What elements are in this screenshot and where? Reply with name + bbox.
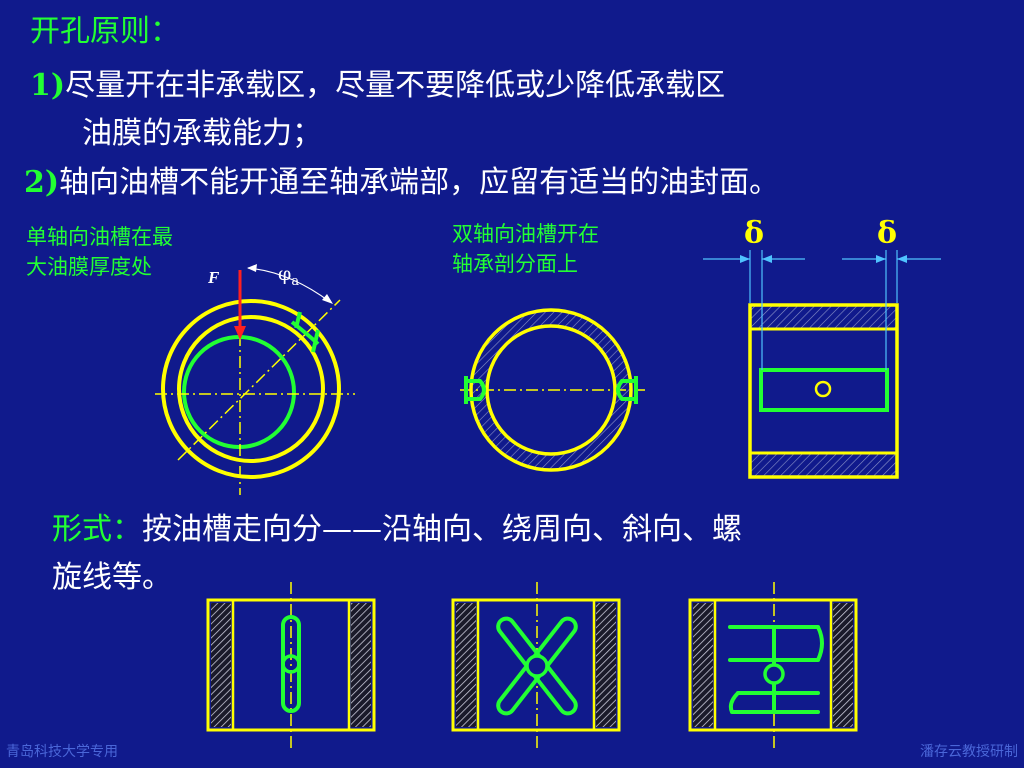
side-view-bottom-hatch <box>750 453 897 477</box>
caption-double-groove-line2: 轴承剖分面上 <box>452 252 578 276</box>
form-circ-connectors <box>728 626 824 713</box>
footer-left: 青岛科技大学专用 <box>6 744 118 760</box>
groove-form-cross <box>451 582 621 752</box>
dim-arrow-3 <box>876 255 886 263</box>
phi-label: φa <box>278 263 299 289</box>
form-axial-hole <box>281 654 301 674</box>
force-label: F <box>207 268 220 287</box>
side-view-top-hatch <box>750 305 897 329</box>
delta-label-right: δ <box>877 216 897 251</box>
dim-arrow-1 <box>740 255 750 263</box>
form-circ-hatch-left <box>693 603 713 727</box>
principle-2-text: 轴向油槽不能开通至轴承端部，应留有适当的油封面。 <box>59 165 780 200</box>
phi-arrow-right <box>322 294 333 304</box>
forms-line-1: 形式：按油槽走向分——沿轴向、绕周向、斜向、螺 <box>52 510 742 550</box>
form-circ-hole <box>763 663 785 685</box>
forms-line-2: 旋线等。 <box>52 560 172 595</box>
journal-circle <box>182 335 296 449</box>
oil-hole <box>814 380 832 398</box>
dim-arrow-4 <box>897 255 907 263</box>
caption-single-groove-line2: 大油膜厚度处 <box>26 255 152 279</box>
right-groove <box>616 376 638 404</box>
axial-groove-slot <box>759 368 889 412</box>
principle-1-text: 尽量开在非承载区，尽量不要降低或少降低承载区 <box>65 68 726 103</box>
bearing-inner-circle <box>177 315 325 463</box>
form-circ-hatch-right <box>833 603 853 727</box>
phi-arc <box>247 267 331 303</box>
delta-label-left: δ <box>744 216 764 251</box>
centerline-diagonal <box>177 299 341 461</box>
footer-right: 潘存云教授研制 <box>920 744 1018 760</box>
principle-1-number: 1) <box>30 68 66 103</box>
form-cross-hatch-right <box>596 603 616 727</box>
forms-label: 形式： <box>52 512 142 547</box>
phi-arrow-left <box>247 264 257 272</box>
principle-1: 1)尽量开在非承载区，尽量不要降低或少降低承载区 <box>30 66 725 106</box>
form-cross-hole <box>525 654 549 678</box>
groove-bracket <box>290 311 320 353</box>
form-cross-hatch-left <box>456 603 476 727</box>
forms-text-1: 按油槽走向分——沿轴向、绕周向、斜向、螺 <box>142 512 742 547</box>
heading: 开孔原则： <box>30 14 180 49</box>
caption-single-groove-line1: 单轴向油槽在最 <box>26 225 173 249</box>
principle-2-number: 2) <box>24 165 60 200</box>
form-cross-outline <box>451 598 621 732</box>
left-groove <box>464 376 486 404</box>
caption-double-groove-line1: 双轴向油槽开在 <box>452 222 599 246</box>
groove-form-axial <box>206 582 376 752</box>
principle-1-continued: 油膜的承载能力； <box>82 116 322 151</box>
bearing-outer-circle <box>161 299 341 479</box>
force-arrowhead <box>234 326 246 340</box>
form-axial-hatch-right <box>351 603 371 727</box>
double-groove-bearing <box>460 308 645 472</box>
principle-2: 2)轴向油槽不能开通至轴承端部，应留有适当的油封面。 <box>24 163 779 203</box>
groove-form-circumferential <box>688 582 858 752</box>
side-view-outline <box>748 303 899 479</box>
form-axial-hatch-left <box>211 603 231 727</box>
dim-arrow-2 <box>762 255 772 263</box>
bearing-side-view: δ δ <box>703 216 941 479</box>
single-groove-bearing: F φa <box>155 263 355 495</box>
form-circ-outline <box>688 598 858 732</box>
